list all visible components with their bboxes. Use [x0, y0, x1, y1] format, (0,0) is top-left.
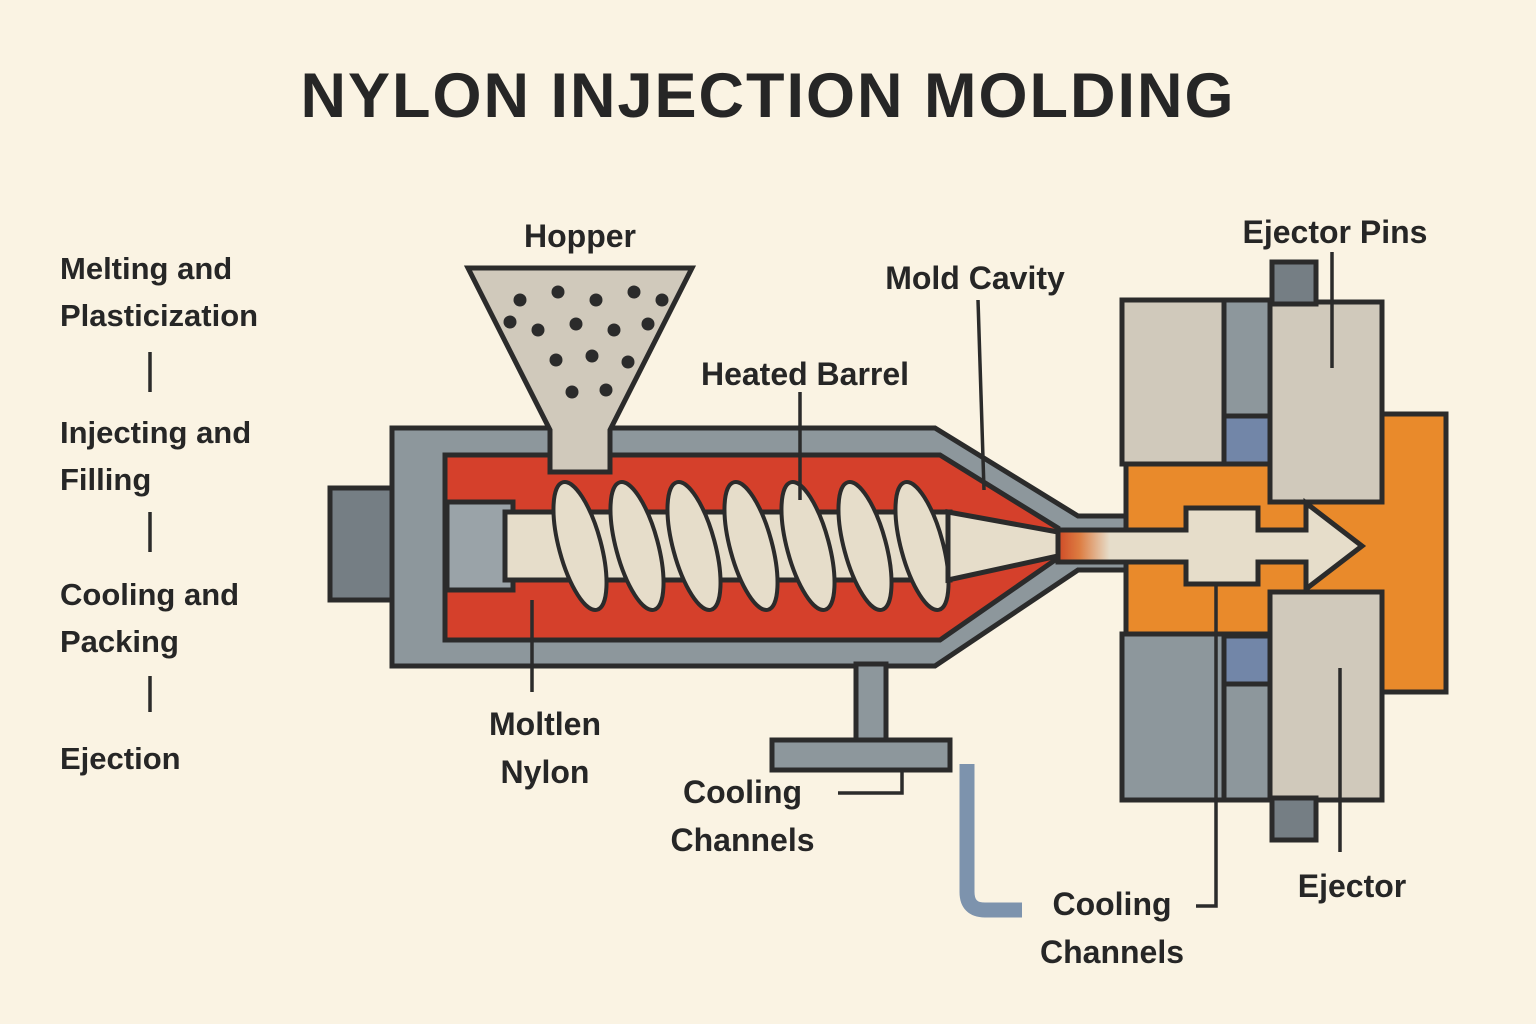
label-mold-cavity: Mold Cavity [885, 260, 1065, 296]
screw-flight [779, 480, 837, 612]
screw-flights [551, 480, 951, 612]
hopper-funnel [463, 265, 697, 475]
process-step-cooling: Cooling and Packing [60, 577, 240, 659]
label-cooling-channels-barrel: Cooling Channels [670, 774, 815, 858]
pointer-mold-cavity [976, 299, 986, 491]
clamp-tab-bottom [1269, 795, 1319, 843]
diagram-title: NYLON INJECTION MOLDING [300, 61, 1236, 131]
molded-part-cavity [1055, 497, 1367, 595]
label-heated-barrel: Heated Barrel [700, 356, 910, 392]
label-ejector-pins: Ejector Pins [1242, 214, 1428, 250]
mold-block-top-left [1119, 297, 1227, 467]
mold-block-bottom-left [1119, 631, 1227, 803]
screw-flight [665, 480, 723, 612]
cooling-pipe-horizontal [769, 737, 953, 773]
process-step-melting: Melting and Plasticization [60, 251, 259, 333]
screw-flight [722, 480, 780, 612]
screw-drive-block [444, 499, 516, 593]
screw-flight [608, 480, 666, 612]
label-cooling-channels-mold: Cooling Channels [1039, 886, 1185, 970]
coolant-line [959, 764, 1022, 918]
ejector-block-bottom [1267, 589, 1385, 803]
guide-block-top [1221, 413, 1275, 467]
label-molten-nylon: Moltlen Nylon [489, 706, 601, 790]
guide-block-bottom [1221, 633, 1275, 687]
screw-flight [836, 480, 894, 612]
screw-flight [551, 480, 609, 612]
ejector-block-top [1267, 299, 1385, 505]
process-step-ejection: Ejection [60, 741, 181, 776]
clamp-tab-top [1269, 259, 1319, 307]
screw-flight [893, 480, 951, 612]
label-hopper: Hopper [524, 218, 636, 254]
pointer-cooling-channels-mold [1196, 585, 1218, 908]
pointer-cooling-channels-barrel [838, 772, 904, 795]
cooling-pipe-vertical [853, 661, 889, 747]
hopper-pellets [503, 285, 669, 399]
process-step-injecting: Injecting and Filling [60, 415, 252, 497]
label-ejector: Ejector [1297, 868, 1407, 904]
